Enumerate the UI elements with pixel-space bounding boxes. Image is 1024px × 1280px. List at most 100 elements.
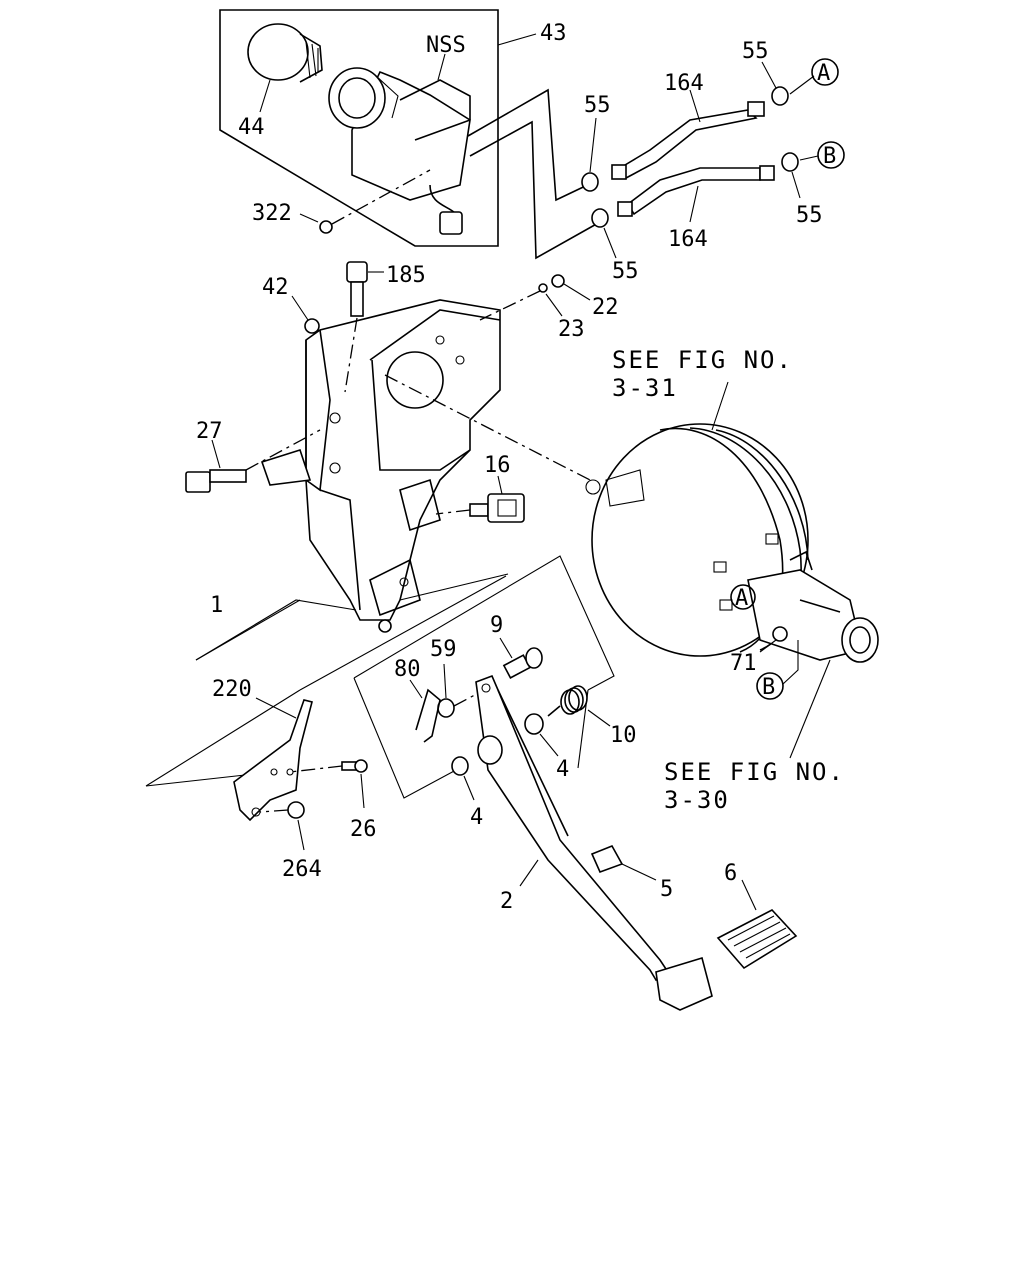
return-spring-10 <box>547 685 588 717</box>
label-55-c: 55 <box>742 39 769 64</box>
centerline-16 <box>435 509 471 515</box>
hardware-frame-top <box>353 555 615 691</box>
pedal-pad-6 <box>716 909 798 970</box>
centerline-26 <box>289 765 343 773</box>
label-55-a: 55 <box>584 93 611 118</box>
label-71: 71 <box>730 651 757 676</box>
clamp-55-a <box>581 172 599 192</box>
bracket-220-frame-top <box>145 689 301 787</box>
leader-fig-3-30 <box>789 659 831 759</box>
pin-27 <box>185 469 247 493</box>
callout-a-top <box>811 58 839 86</box>
leader-2 <box>519 859 539 887</box>
label-4-a: 4 <box>556 757 569 782</box>
leader-5 <box>621 863 657 881</box>
nut-22 <box>551 274 565 288</box>
callout-b-top-letter: B <box>823 144 836 169</box>
leader-164-a <box>689 89 701 123</box>
stop-lamp-switch-16 <box>469 493 525 523</box>
label-23: 23 <box>558 317 585 342</box>
centerline-booster <box>384 374 591 481</box>
callout-b-booster-letter: B <box>762 675 775 700</box>
nut-264 <box>287 801 305 819</box>
label-10: 10 <box>610 723 637 748</box>
leader-16 <box>497 475 503 495</box>
label-4-b: 4 <box>470 805 483 830</box>
leader-43 <box>497 33 537 46</box>
leader-4-b <box>463 775 475 801</box>
centerline-185 <box>344 317 358 393</box>
hose-164-lower <box>626 167 761 216</box>
label-59: 59 <box>430 637 457 662</box>
centerline-322 <box>331 169 431 225</box>
pedal-bracket <box>260 299 501 633</box>
leader-nss <box>437 53 446 81</box>
label-164-b: 164 <box>668 227 708 252</box>
label-80: 80 <box>394 657 421 682</box>
hose-group: 55 55 55 55 164 164 A B <box>467 39 845 284</box>
label-nss: NSS <box>426 33 466 58</box>
leader-22 <box>563 283 591 301</box>
label-27: 27 <box>196 419 223 444</box>
leader-264 <box>297 819 305 851</box>
label-16: 16 <box>484 453 511 478</box>
leader-322 <box>299 213 319 223</box>
bolt-26 <box>341 759 368 773</box>
stopper-5 <box>590 844 624 874</box>
leader-9 <box>499 637 513 659</box>
bolt-9 <box>502 647 543 679</box>
bolt-185 <box>346 261 368 317</box>
clip-80 <box>415 688 441 743</box>
reservoir-body <box>328 67 471 235</box>
note-fig-3-30-line1: SEE FIG NO. <box>664 758 845 786</box>
bracket-outline-2 <box>399 573 509 601</box>
reservoir-cap <box>247 23 323 83</box>
label-42: 42 <box>262 275 289 300</box>
clamp-55-c <box>771 86 789 106</box>
leader-6 <box>741 879 757 911</box>
leader-10 <box>587 709 611 727</box>
callout-a-top-letter: A <box>817 61 830 86</box>
label-55-b: 55 <box>612 259 639 284</box>
leader-55-b <box>603 227 617 259</box>
label-322: 322 <box>252 201 292 226</box>
label-185: 185 <box>386 263 426 288</box>
pedal-foot-plate <box>655 956 713 1011</box>
leader-26 <box>360 773 365 809</box>
note-fig-3-31-line1: SEE FIG NO. <box>612 346 793 374</box>
label-22: 22 <box>592 295 619 320</box>
bracket-220-frame-bottom <box>145 773 255 787</box>
bracket-outline-1 <box>195 599 301 661</box>
bushing-4-a <box>524 713 544 735</box>
hose-164-upper-fitting <box>611 164 627 180</box>
reservoir-group-box <box>219 9 499 247</box>
label-5: 5 <box>660 877 673 902</box>
leader-42 <box>291 295 309 321</box>
leader-23 <box>545 293 563 317</box>
centerline-264 <box>259 809 289 813</box>
reservoir-group: 43 44 NSS 322 <box>219 9 567 247</box>
leader-1 <box>195 599 357 661</box>
callout-b-booster <box>756 672 784 700</box>
hardware-frame-left <box>353 677 457 799</box>
bracket-220 <box>233 699 313 822</box>
bracket-220-frame-long <box>299 575 507 691</box>
leader-fig-3-31 <box>711 381 729 431</box>
label-26: 26 <box>350 817 377 842</box>
label-1: 1 <box>210 593 223 618</box>
nut-71 <box>772 626 788 642</box>
leader-callout-b2 <box>782 640 799 685</box>
leader-164-b <box>689 185 699 223</box>
leader-55-c <box>761 61 777 89</box>
callout-a-booster <box>730 584 756 610</box>
leader-callout-b1 <box>799 155 819 161</box>
label-164-a: 164 <box>664 71 704 96</box>
label-44: 44 <box>238 115 265 140</box>
label-6: 6 <box>724 861 737 886</box>
nut-322 <box>319 220 333 234</box>
leader-callout-a1 <box>789 75 815 95</box>
callout-a-booster-letter: A <box>735 586 748 611</box>
leader-44 <box>259 79 271 113</box>
nut-42 <box>304 318 320 334</box>
note-fig-3-30-line2: 3-30 <box>664 786 730 814</box>
